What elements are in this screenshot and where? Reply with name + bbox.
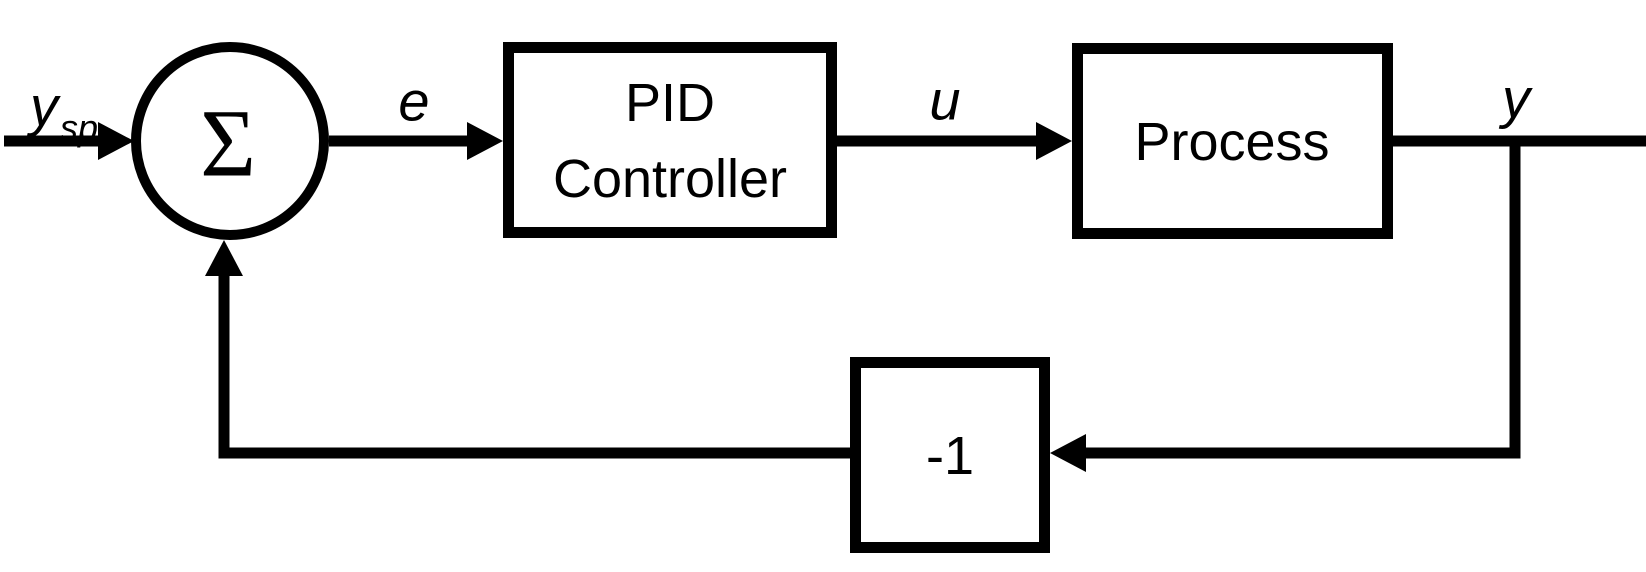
feedback-gain-box: [850, 357, 1050, 553]
pid-controller-label-line2: Controller: [553, 149, 787, 209]
setpoint-label-main: y: [26, 75, 61, 138]
pid-controller-box: [503, 42, 837, 238]
error-label: e: [398, 70, 429, 133]
process-box: [1072, 43, 1393, 239]
control-label: u: [929, 69, 960, 132]
summing-junction-circle: [131, 42, 329, 240]
pid-controller-label-line1: PID: [625, 73, 715, 133]
setpoint-arrowhead-icon: [98, 122, 134, 160]
error-arrowhead-icon: [467, 122, 503, 160]
setpoint-label-subscript: sp: [60, 107, 98, 148]
sigma-symbol: Σ: [200, 90, 256, 197]
control-arrowhead-icon: [1036, 122, 1072, 160]
feedback-arrowhead-into-summer-icon: [205, 240, 243, 276]
output-label: y: [1498, 67, 1533, 130]
feedback-gain-label: -1: [926, 426, 974, 486]
feedback-arrowhead-into-gain-icon: [1050, 434, 1086, 472]
process-label: Process: [1134, 112, 1329, 172]
